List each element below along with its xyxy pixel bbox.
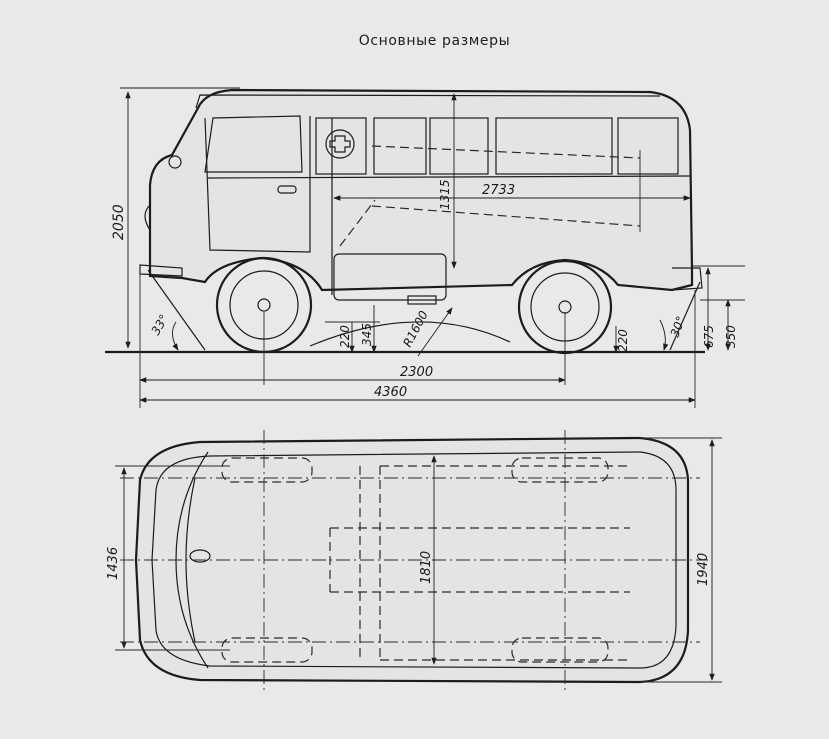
wheel-front-right	[221, 637, 313, 663]
emblem-icon	[189, 549, 211, 563]
cab-door	[204, 116, 311, 253]
top-view: 1436 1810 1940	[106, 430, 722, 690]
stretcher-frame	[329, 527, 630, 593]
wheel-front-left	[221, 457, 313, 483]
mirror-icon	[168, 155, 182, 169]
stretcher-upper	[371, 145, 641, 159]
turn-arc	[309, 321, 511, 347]
belt-line	[207, 175, 691, 179]
approach-line	[147, 269, 206, 351]
height-total-label: 2050	[111, 204, 127, 240]
rear-clearance-label: 220	[616, 329, 630, 352]
turn-radius-label: R1600	[400, 308, 431, 349]
stretcher-ramp	[339, 199, 376, 247]
side-window-4	[495, 117, 613, 175]
wheelbase-label: 2300	[400, 365, 433, 380]
red-cross-emblem-icon	[325, 129, 355, 159]
roof-rail	[195, 94, 661, 109]
interior-height-label: 1315	[438, 179, 452, 210]
rear-bumper	[671, 267, 703, 291]
rear-step-high-label: 675	[702, 325, 716, 348]
interior-width-label: 1810	[419, 551, 434, 584]
cross-icon	[329, 135, 351, 153]
wheel-rear-left	[511, 457, 609, 483]
roof-inner-outline	[151, 451, 677, 669]
interior-length-label: 2733	[482, 183, 515, 198]
side-view: 2050 1315 2733 33° 30° 220 345 R1	[105, 87, 745, 408]
stretcher-lower	[371, 205, 641, 227]
wheel-rear-right	[511, 637, 609, 663]
step	[407, 295, 437, 305]
rear-step-low-label: 350	[724, 325, 738, 348]
side-window-5	[617, 117, 679, 175]
side-window-3	[429, 117, 489, 175]
departure-angle-label: 30°	[668, 314, 688, 339]
door-handle-icon	[277, 185, 297, 194]
overall-length-label: 4360	[374, 385, 407, 400]
side-window-1	[315, 117, 367, 175]
approach-angle-label: 33°	[148, 312, 171, 337]
front-clearance-label: 220	[338, 325, 352, 348]
headlight	[144, 204, 151, 231]
van-body-side	[148, 88, 694, 292]
cab-window	[204, 115, 303, 173]
page-title: Основные размеры	[358, 33, 511, 49]
fuel-tank	[333, 253, 447, 301]
overall-width-label: 1940	[696, 553, 711, 586]
track-label: 1436	[106, 547, 121, 580]
